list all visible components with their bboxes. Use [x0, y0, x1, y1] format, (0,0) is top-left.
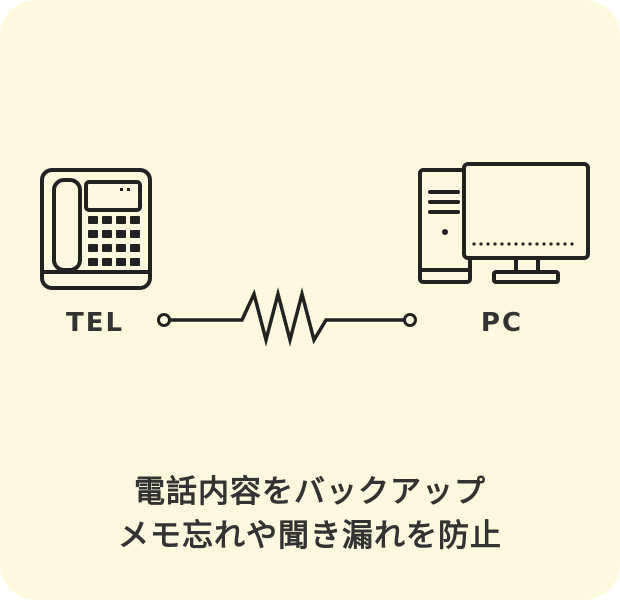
caption: 電話内容をバックアップ メモ忘れや聞き漏れを防止 [0, 470, 620, 558]
caption-line-2: メモ忘れや聞き漏れを防止 [118, 518, 502, 554]
resistor-zigzag-icon [157, 287, 417, 347]
caption-line-1: 電話内容をバックアップ [134, 474, 486, 510]
desk-phone-icon [40, 168, 152, 290]
tel-label: TEL [66, 308, 124, 338]
connection-diagram: TEL PC [40, 162, 590, 347]
pc-label: PC [481, 308, 523, 338]
desktop-computer-icon [418, 162, 590, 284]
